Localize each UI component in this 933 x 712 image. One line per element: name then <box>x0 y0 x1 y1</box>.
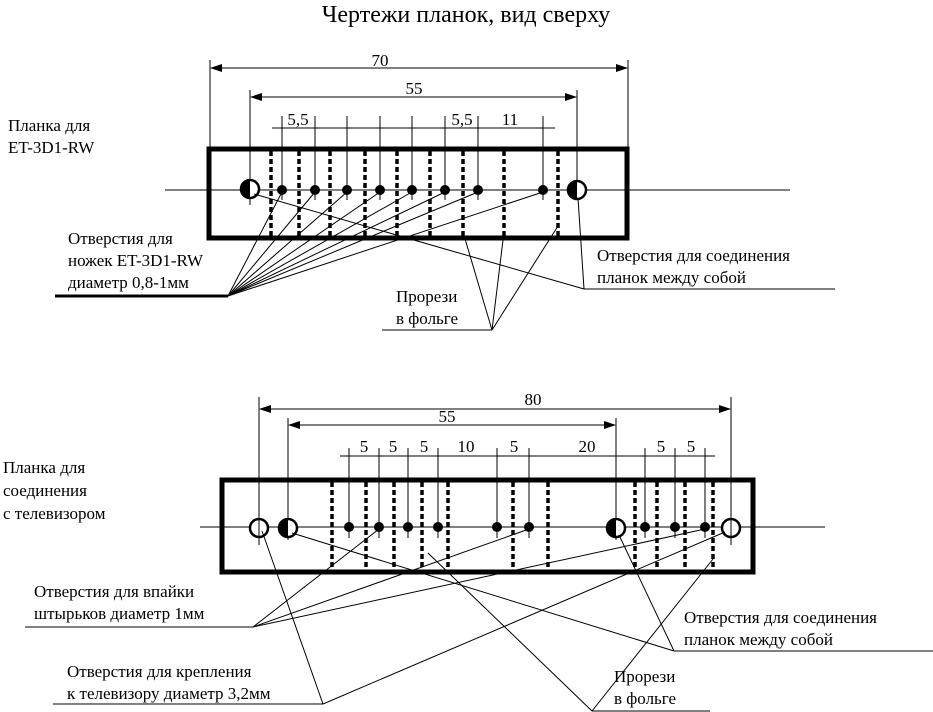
bottom-pitch-label-6: 20 <box>579 437 596 456</box>
bottom-connection-holes-callout-line-2: планок между собой <box>684 630 833 649</box>
bottom-connection-holes-callout-line-1: Отверстия для соединения <box>684 608 877 627</box>
top-connection-holes-callout-line-2: планок между собой <box>597 268 746 287</box>
top-pin-holes-callout-line-1: Отверстия для <box>68 229 173 248</box>
top-foil-cuts-callout-line-1: Прорези <box>396 287 457 306</box>
bottom-dimension-connection: 55 <box>287 407 617 478</box>
bottom-pitch-label-3: 5 <box>420 437 429 456</box>
bottom-strip-label-line-1: Планка для <box>3 458 85 477</box>
top-pin-holes-callout-line-3: диаметр 0,8-1мм <box>68 273 189 292</box>
bottom-foil-cuts <box>330 482 715 569</box>
bottom-pitch-label-4: 10 <box>458 437 475 456</box>
bottom-connection-hole-left <box>277 517 299 539</box>
top-strip-body <box>206 146 630 241</box>
top-dimension-overall: 70 <box>209 51 629 147</box>
top-pitch-c-label: 11 <box>502 110 518 129</box>
bottom-solder-pin-leaders <box>25 528 706 628</box>
top-strip-label-line-1: Планка для <box>8 116 90 135</box>
bottom-connection-hole-leaders <box>291 532 933 652</box>
bottom-pitch-label-7: 5 <box>657 437 666 456</box>
top-pin-holes <box>277 185 548 195</box>
bottom-foil-cut-leaders <box>427 552 714 712</box>
bottom-connection-hole-right <box>605 517 627 539</box>
bottom-pitch-label-2: 5 <box>389 437 398 456</box>
bottom-strip-drawing: Планка для соединения с телевизором 80 5… <box>3 390 933 712</box>
top-foil-cut-leaders <box>382 225 559 331</box>
bottom-foil-cuts-callout-line-2: в фольге <box>614 689 676 708</box>
top-connection-hole-right <box>566 179 588 201</box>
bottom-foil-cuts-callout-line-1: Прорези <box>614 667 675 686</box>
top-pin-hole-leaders <box>55 191 544 298</box>
bottom-solder-pin-callout-line-1: Отверстия для впайки <box>34 582 194 601</box>
top-dimension-connection-label: 55 <box>406 79 423 98</box>
bottom-pitch-label-8: 5 <box>687 437 696 456</box>
bottom-pin-holes <box>344 522 710 532</box>
bottom-pitch-label-1: 5 <box>360 437 369 456</box>
bottom-tv-mount-callout-line-1: Отверстия для крепления <box>67 662 252 681</box>
drawing-title: Чертежи планок, вид сверху <box>322 2 610 28</box>
top-connection-holes-callout-line-1: Отверстия для соединения <box>597 246 790 265</box>
bottom-strip-body <box>219 477 756 575</box>
bottom-tv-mount-leaders <box>53 530 726 705</box>
top-strip-drawing: Планка для ET-3D1-RW 70 55 5,5 5,5 11 <box>8 51 835 331</box>
bottom-strip-label-line-2: соединения <box>3 481 87 500</box>
bottom-dimension-overall: 80 <box>258 390 732 478</box>
top-pitch-b-label: 5,5 <box>451 110 472 129</box>
top-strip-label-line-2: ET-3D1-RW <box>8 138 95 157</box>
top-connection-hole-leaders <box>253 193 835 290</box>
bottom-pitch-label-5: 5 <box>510 437 519 456</box>
top-connection-hole-left <box>239 178 261 200</box>
bottom-solder-pin-callout-line-2: штырьков диаметр 1мм <box>34 604 205 623</box>
top-dimension-overall-label: 70 <box>372 51 389 70</box>
top-foil-cuts-callout-line-2: в фольге <box>396 309 458 328</box>
bottom-dimension-connection-label: 55 <box>439 407 456 426</box>
bottom-dimension-overall-label: 80 <box>525 390 542 409</box>
bottom-strip-label-line-3: с телевизором <box>3 504 106 523</box>
top-pitch-a-label: 5,5 <box>287 110 308 129</box>
top-foil-cuts <box>269 151 560 237</box>
top-pin-holes-callout-line-2: ножек ET-3D1-RW <box>68 251 204 270</box>
bottom-tv-mount-callout-line-2: к телевизору диаметр 3,2мм <box>67 684 271 703</box>
